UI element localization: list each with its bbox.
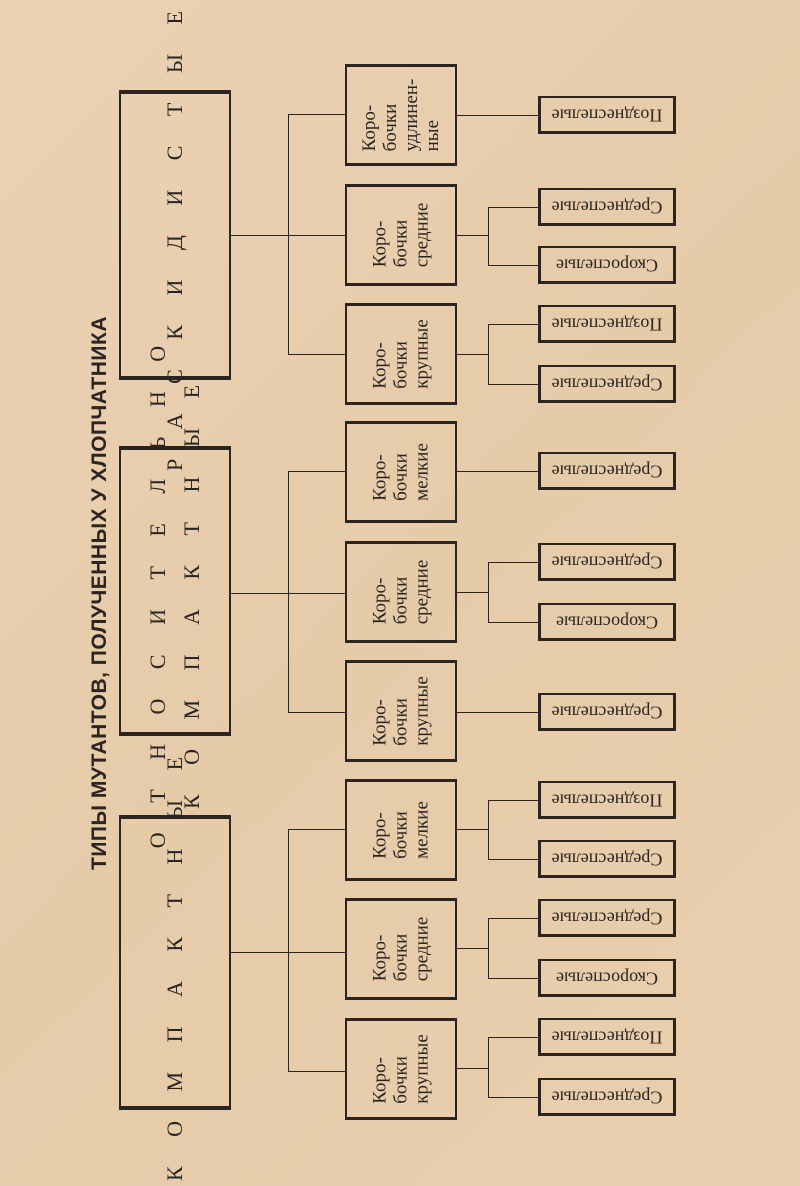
connector-line bbox=[488, 265, 538, 266]
connector-line bbox=[288, 952, 345, 953]
result-box: Скороспелые bbox=[538, 603, 676, 641]
subtype-label: Коро- бочки средние bbox=[369, 202, 433, 268]
connector-line bbox=[457, 235, 488, 236]
connector-line bbox=[488, 1037, 489, 1097]
result-label: Среднеспелые bbox=[551, 702, 663, 722]
connector-line bbox=[288, 471, 289, 712]
connector-line bbox=[488, 918, 489, 978]
diagram-title: ТИПЫ МУТАНТОВ, ПОЛУЧЕННЫХ У ХЛОПЧАТНИКА bbox=[88, 316, 111, 870]
result-label: Скороспелые bbox=[556, 968, 658, 988]
connector-line bbox=[488, 1097, 538, 1098]
subtype-label: Коро- бочки средние bbox=[369, 559, 433, 625]
result-label: Скороспелые bbox=[556, 255, 658, 275]
subtype-label: Коро- бочки мелкие bbox=[369, 443, 433, 501]
connector-line bbox=[457, 471, 538, 472]
connector-line bbox=[488, 1037, 538, 1038]
subtype-box: Коро- бочки крупные bbox=[345, 660, 457, 762]
subtype-label: Коро- бочки крупные bbox=[369, 319, 433, 389]
result-label: Среднеспелые bbox=[551, 374, 663, 394]
result-box: Скороспелые bbox=[538, 246, 676, 284]
connector-line bbox=[488, 562, 489, 622]
connector-line bbox=[288, 471, 345, 472]
subtype-box: Коро- бочки крупные bbox=[345, 303, 457, 405]
connector-line bbox=[231, 952, 288, 953]
connector-line bbox=[488, 918, 538, 919]
subtype-box: Коро- бочки средние bbox=[345, 541, 457, 643]
subtype-box: Коро- бочки удлинен- ные bbox=[345, 64, 457, 166]
connector-line bbox=[488, 324, 538, 325]
connector-line bbox=[288, 354, 345, 355]
result-box: Среднеспелые bbox=[538, 365, 676, 403]
connector-line bbox=[488, 384, 538, 385]
result-box: Среднеспелые bbox=[538, 693, 676, 731]
connector-line bbox=[457, 712, 538, 713]
connector-line bbox=[231, 593, 288, 594]
connector-line bbox=[488, 859, 538, 860]
result-label: Позднеспелые bbox=[551, 105, 663, 125]
subtype-label: Коро- бочки крупные bbox=[369, 1034, 433, 1104]
connector-line bbox=[288, 114, 345, 115]
connector-line bbox=[488, 207, 489, 265]
result-label: Скороспелые bbox=[556, 612, 658, 632]
result-label: Среднеспелые bbox=[551, 197, 663, 217]
connector-line bbox=[457, 354, 488, 355]
connector-line bbox=[288, 829, 345, 830]
connector-line bbox=[288, 235, 345, 236]
connector-line bbox=[488, 324, 489, 384]
result-label: Позднеспелые bbox=[551, 314, 663, 334]
connector-line bbox=[288, 829, 289, 1071]
connector-line bbox=[488, 978, 538, 979]
connector-line bbox=[288, 593, 345, 594]
subtype-label: Коро- бочки средние bbox=[369, 916, 433, 982]
connector-line bbox=[488, 562, 538, 563]
connector-line bbox=[488, 622, 538, 623]
result-box: Среднеспелые bbox=[538, 452, 676, 490]
connector-line bbox=[457, 115, 538, 116]
subtype-box: Коро- бочки мелкие bbox=[345, 779, 457, 881]
result-label: Позднеспелые bbox=[551, 1027, 663, 1047]
connector-line bbox=[231, 235, 288, 236]
result-box: Позднеспелые bbox=[538, 781, 676, 819]
result-box: Скороспелые bbox=[538, 959, 676, 997]
group-box-otnositelno-kompaktnye: О Т Н О С И Т Е Л Ь Н О К О М П А К Т Н … bbox=[119, 334, 231, 848]
connector-line bbox=[488, 800, 489, 859]
subtype-box: Коро- бочки крупные bbox=[345, 1018, 457, 1120]
connector-line bbox=[288, 114, 289, 354]
result-box: Среднеспелые bbox=[538, 188, 676, 226]
result-box: Позднеспелые bbox=[538, 305, 676, 343]
connector-line bbox=[457, 1068, 488, 1069]
connector-line bbox=[488, 207, 538, 208]
subtype-label: Коро- бочки мелкие bbox=[369, 801, 433, 859]
subtype-box: Коро- бочки мелкие bbox=[345, 421, 457, 523]
connector-line bbox=[288, 1071, 345, 1072]
result-label: Среднеспелые bbox=[551, 1087, 663, 1107]
connector-line bbox=[457, 948, 488, 949]
connector-line bbox=[488, 800, 538, 801]
result-box: Позднеспелые bbox=[538, 1018, 676, 1056]
group-box-kompaktnye: К О М П А К Т Н Ы Е bbox=[119, 744, 231, 1181]
subtype-label: Коро- бочки удлинен- ные bbox=[359, 78, 443, 152]
result-label: Позднеспелые bbox=[551, 790, 663, 810]
connector-line bbox=[288, 712, 345, 713]
group-label: К О М П А К Т Н Ы Е bbox=[162, 744, 187, 1181]
result-box: Среднеспелые bbox=[538, 1078, 676, 1116]
subtype-box: Коро- бочки средние bbox=[345, 898, 457, 1000]
subtype-label: Коро- бочки крупные bbox=[369, 676, 433, 746]
result-box: Позднеспелые bbox=[538, 96, 676, 134]
result-box: Среднеспелые bbox=[538, 543, 676, 581]
result-label: Среднеспелые bbox=[551, 552, 663, 572]
group-box-raskidistye: Р А С К И Д И С Т Ы Е bbox=[119, 0, 231, 471]
connector-line bbox=[457, 829, 488, 830]
result-label: Среднеспелые bbox=[551, 849, 663, 869]
result-box: Среднеспелые bbox=[538, 899, 676, 937]
result-box: Среднеспелые bbox=[538, 840, 676, 878]
result-label: Среднеспелые bbox=[551, 461, 663, 481]
subtype-box: Коро- бочки средние bbox=[345, 184, 457, 286]
result-label: Среднеспелые bbox=[551, 908, 663, 928]
connector-line bbox=[457, 592, 488, 593]
